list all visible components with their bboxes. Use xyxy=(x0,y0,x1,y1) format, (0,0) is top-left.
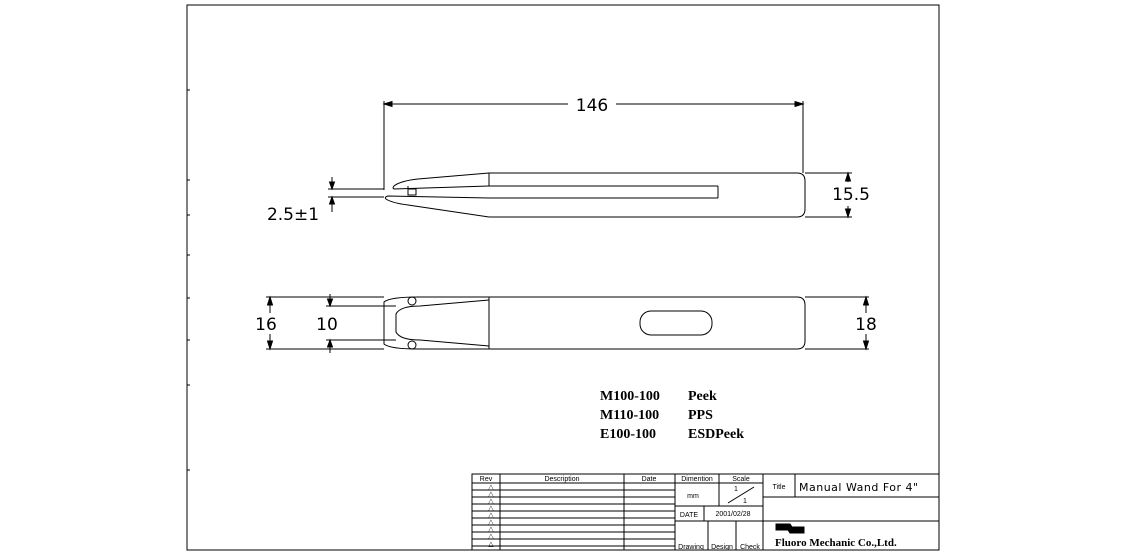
material-name: ESDPeek xyxy=(688,427,744,442)
title-block xyxy=(472,474,939,550)
sheet-edge-ticks xyxy=(187,90,190,470)
drawing-label: Drawing xyxy=(678,544,704,551)
description-header: Description xyxy=(544,476,579,483)
date-label: DATE xyxy=(680,512,698,519)
dimension-tip-gap: 2.5±1 xyxy=(267,205,319,225)
material-code: E100-100 xyxy=(600,427,656,442)
company-name: Fluoro Mechanic Co.,Ltd. xyxy=(775,537,897,549)
rev-mark: △ xyxy=(488,498,494,505)
dimension-outer-width: 16 xyxy=(255,315,277,335)
dimension-header: Dimention xyxy=(681,476,713,483)
side-view xyxy=(328,101,852,217)
rev-mark: △ xyxy=(488,526,494,533)
date-value: 2001/02/28 xyxy=(715,511,750,518)
drawing-title: Manual Wand For 4" xyxy=(799,481,919,494)
rev-mark: △ xyxy=(488,505,494,512)
material-code: M110-100 xyxy=(600,408,659,423)
sheet-border xyxy=(187,5,939,550)
rev-mark: △ xyxy=(488,541,494,548)
check-label: Check xyxy=(740,544,760,551)
dimension-body-width: 18 xyxy=(855,315,877,335)
unit-value: mm xyxy=(687,493,699,500)
material-name: Peek xyxy=(688,389,717,404)
material-code: M100-100 xyxy=(600,389,660,404)
dimension-length: 146 xyxy=(576,96,608,116)
rev-mark: △ xyxy=(488,533,494,540)
material-name: PPS xyxy=(688,408,713,423)
rev-mark: △ xyxy=(488,491,494,498)
rev-marks: △ △ △ △ △ △ △ △ △ xyxy=(488,484,494,548)
materials-list: M100-100 Peek M110-100 PPS E100-100 ESDP… xyxy=(600,389,744,442)
date-header: Date xyxy=(642,476,657,483)
scale-denominator: 1 xyxy=(743,498,747,505)
scale-header: Scale xyxy=(732,476,750,483)
dimension-thickness: 15.5 xyxy=(832,185,870,205)
rev-mark: △ xyxy=(488,484,494,491)
rev-mark: △ xyxy=(488,519,494,526)
title-label: Title xyxy=(773,484,786,491)
design-label: Design xyxy=(711,544,733,551)
top-view xyxy=(266,294,869,353)
rev-header: Rev xyxy=(480,476,493,483)
scale-numerator: 1 xyxy=(734,486,738,493)
dimension-inner-width: 10 xyxy=(316,315,338,335)
rev-mark: △ xyxy=(488,512,494,519)
